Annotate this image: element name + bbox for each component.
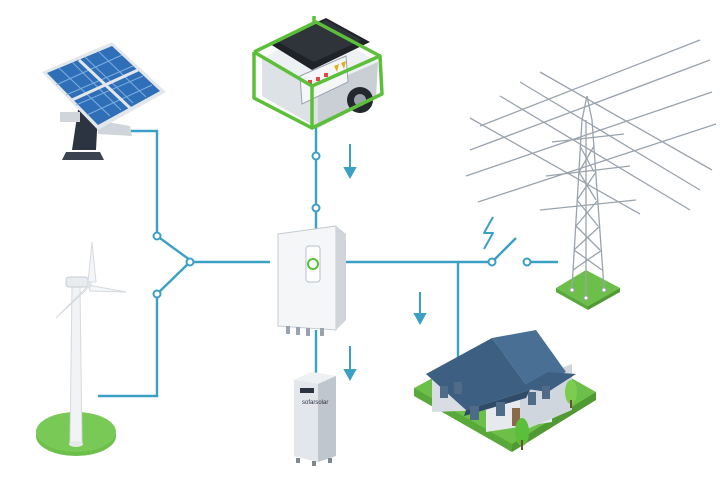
wind-wire (98, 294, 159, 398)
power-tower-icon (465, 39, 717, 310)
hybrid-inverter-icon (277, 225, 346, 336)
arrow-down-icon (343, 144, 357, 180)
house-icon (414, 330, 596, 452)
arrow-down-icon (413, 292, 427, 326)
wind-switch (156, 261, 191, 295)
generator-icon (252, 16, 384, 130)
battery-brand-label: sofarsolar (302, 400, 328, 406)
solar-switch (156, 235, 191, 261)
solar-panel-icon (42, 42, 166, 160)
arrow-down-icon (343, 346, 357, 382)
lightning-icon (483, 216, 494, 250)
wind-turbine-icon (36, 241, 127, 456)
battery-icon: sofarsolar (294, 372, 336, 466)
grid-switch (491, 237, 517, 263)
flow-arrows (343, 144, 427, 382)
wire-nodes (152, 151, 532, 299)
solar-wire (118, 129, 159, 236)
